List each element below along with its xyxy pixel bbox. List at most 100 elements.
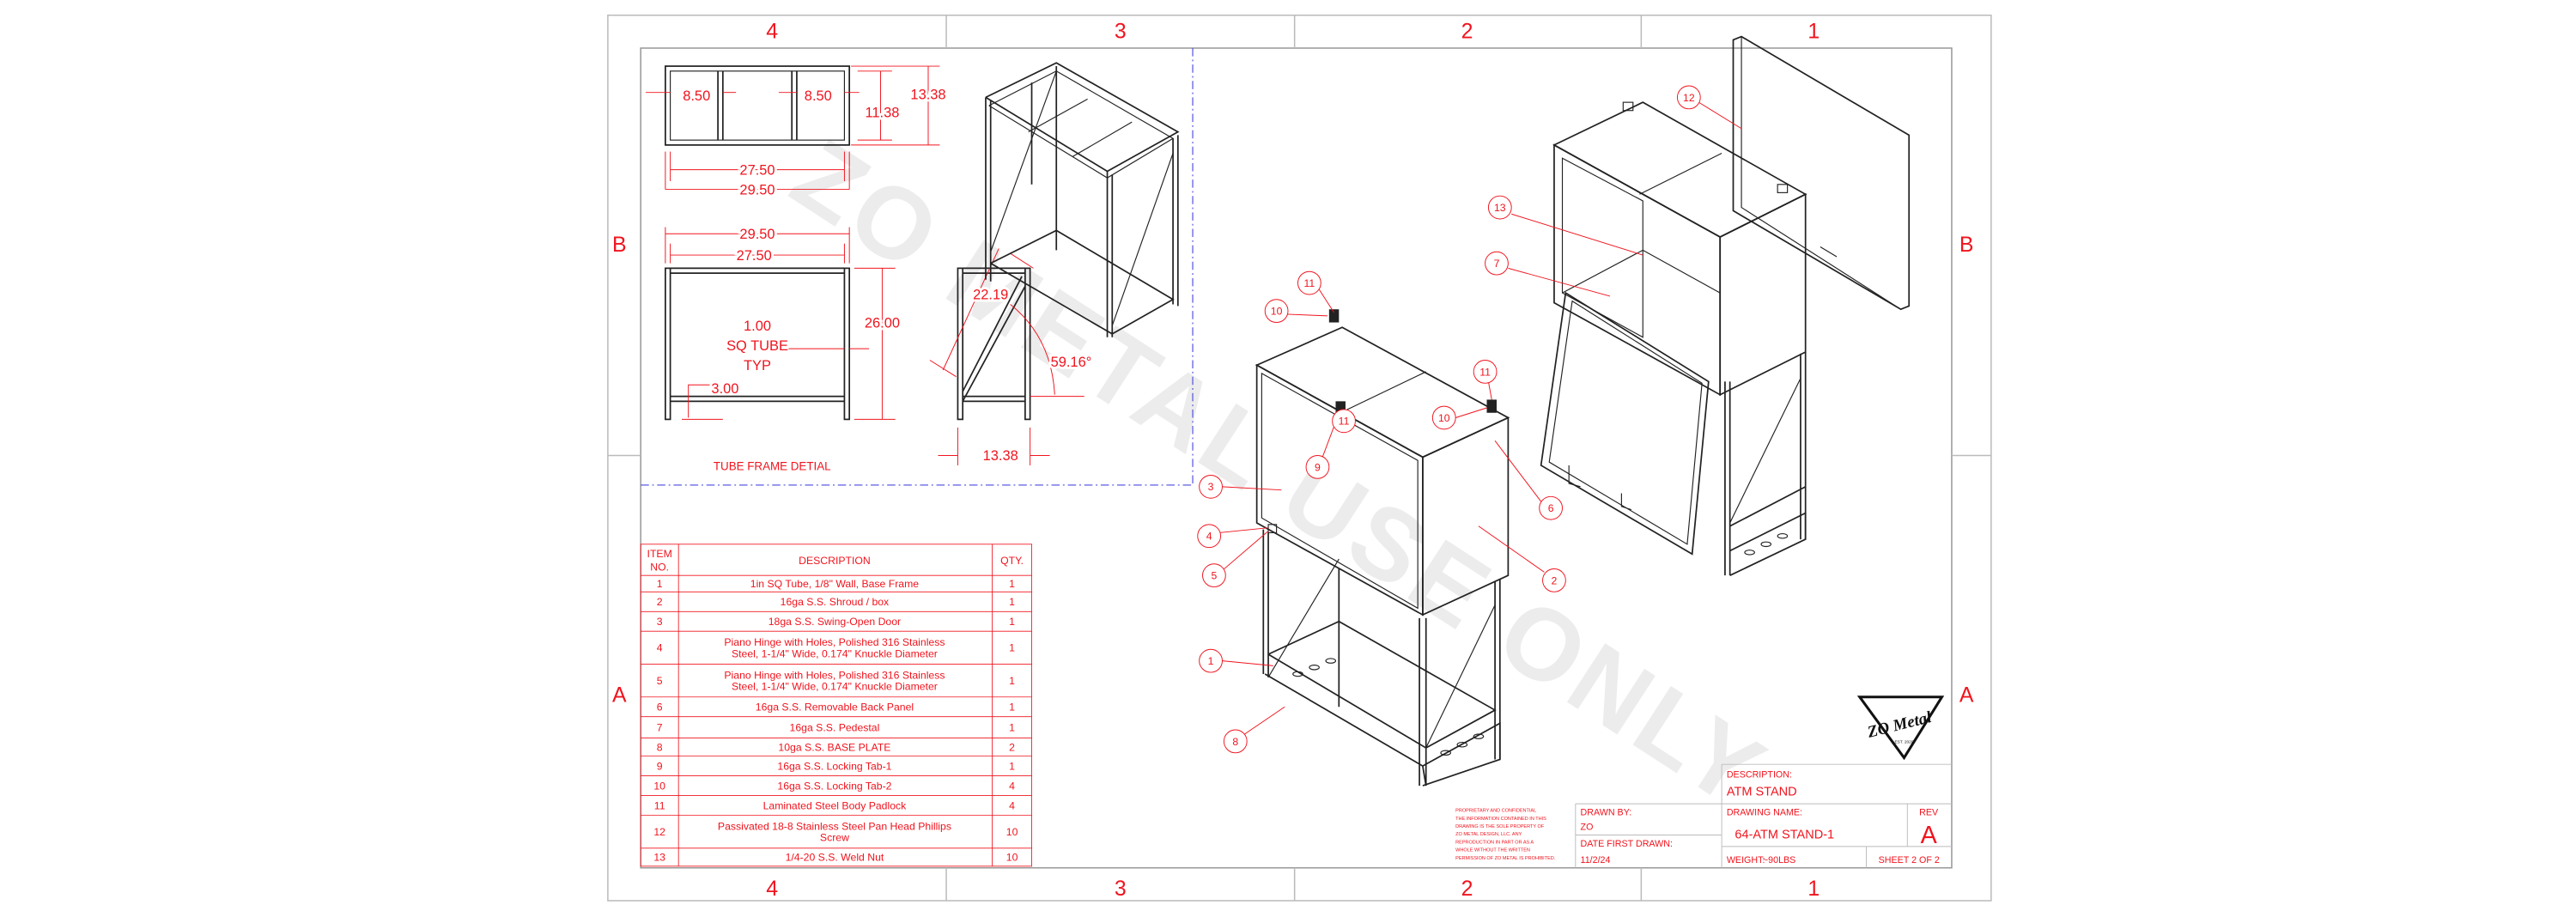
zone-col-2-top: 2 <box>1461 20 1473 44</box>
bom-qty: 1 <box>1009 701 1015 714</box>
zone-labels: 4 3 2 1 4 3 2 1 B B A A <box>612 20 1974 902</box>
dim-bay-left: 8.50 <box>683 88 710 104</box>
svg-text:11: 11 <box>1339 416 1350 428</box>
bom-description: 10ga S.S. BASE PLATE <box>778 742 890 754</box>
drawn-by-value: ZO <box>1581 823 1594 833</box>
svg-text:10: 10 <box>1438 412 1450 424</box>
balloon-13: 13 <box>1487 195 1512 220</box>
bom-row: 4 Piano Hinge with Holes, Polished 316 St… <box>641 636 1032 665</box>
svg-text:7: 7 <box>1494 258 1500 270</box>
zone-col-3-top: 3 <box>1115 20 1127 44</box>
bom-description: Passivated 18-8 Stainless Steel Pan Head… <box>718 820 951 832</box>
bom-description: 1/4-20 S.S. Weld Nut <box>786 852 884 864</box>
svg-text:5: 5 <box>1211 570 1217 582</box>
weight-value: ~90LBS <box>1763 855 1795 865</box>
bom-description: Piano Hinge with Holes, Polished 316 Sta… <box>724 636 945 648</box>
svg-text:4: 4 <box>1206 531 1212 543</box>
dim-tube-label: SQ TUBE <box>726 338 788 354</box>
svg-text:12: 12 <box>1683 92 1695 104</box>
assembled-view <box>1255 309 1510 786</box>
dim-outer-width-top: 29.50 <box>739 182 775 197</box>
svg-text:6: 6 <box>1548 502 1554 514</box>
bom-qty: 10 <box>1006 826 1018 838</box>
bom-description: Laminated Steel Body Padlock <box>763 799 908 811</box>
svg-text:11: 11 <box>1304 277 1315 289</box>
bom-header-item-1: ITEM <box>647 548 672 560</box>
bom-row: 13 1/4-20 S.S. Weld Nut 10 <box>653 852 1018 864</box>
balloon-10b: 10 <box>1431 405 1456 430</box>
bom-description: 18ga S.S. Swing-Open Door <box>769 616 901 628</box>
bom-description: 16ga S.S. Pedestal <box>790 722 880 734</box>
bom-item-no: 13 <box>653 852 665 864</box>
dim-inner-width-top: 27.50 <box>739 162 775 178</box>
svg-text:ZO Metal: ZO Metal <box>1865 708 1934 742</box>
bom-item-no: 4 <box>657 642 663 654</box>
balloon-9: 9 <box>1305 455 1330 479</box>
bom-qty: 10 <box>1006 852 1018 864</box>
svg-text:2: 2 <box>1552 574 1558 586</box>
svg-text:9: 9 <box>1315 461 1321 473</box>
bom-qty: 1 <box>1009 675 1015 687</box>
proprietary-line: PROPRIETARY AND CONFIDENTIAL <box>1455 809 1536 814</box>
bom-header-item-2: NO. <box>650 561 669 573</box>
balloon-11c: 11 <box>1473 360 1498 384</box>
proprietary-line: DRAWING IS THE SOLE PROPERTY OF <box>1455 824 1545 829</box>
dim-depth: 13.38 <box>983 448 1018 464</box>
dim-inner-width-front: 27.50 <box>737 248 772 264</box>
svg-text:11: 11 <box>1479 366 1491 378</box>
bom-description: 16ga S.S. Locking Tab-1 <box>777 761 891 773</box>
iso-frame-view <box>985 62 1180 337</box>
date-label: DATE FIRST DRAWN: <box>1581 839 1673 849</box>
dim-rail-height: 3.00 <box>711 381 738 397</box>
dim-bay-right: 8.50 <box>805 88 832 104</box>
balloon-4: 4 <box>1197 524 1222 549</box>
bom-item-no: 8 <box>657 742 663 754</box>
bom-item-no: 3 <box>657 616 663 628</box>
proprietary-line: WHOLE WITHOUT THE WRITTEN <box>1455 848 1530 853</box>
bom-qty: 1 <box>1009 761 1015 773</box>
bom-description: 16ga S.S. Shroud / box <box>781 596 890 608</box>
zo-metal-logo: ZO Metal EST. 2020 <box>1856 695 1945 761</box>
balloon-5: 5 <box>1202 563 1226 588</box>
svg-text:EST. 2020: EST. 2020 <box>1894 739 1913 744</box>
drawing-name-label: DRAWING NAME: <box>1727 808 1802 818</box>
dim-brace-angle: 59.16° <box>1051 355 1092 370</box>
bom-description: Steel, 1-1/4" Wide, 0.174" Knuckle Diame… <box>732 647 938 659</box>
bom-header-qty: QTY. <box>1000 555 1024 567</box>
exploded-view <box>1540 35 1911 576</box>
proprietary-line: PERMISSION OF ZO METAL IS PROHIBITED. <box>1455 856 1556 861</box>
bom-qty: 4 <box>1009 799 1015 811</box>
rev-label: REV <box>1919 808 1939 818</box>
balloon-2: 2 <box>1542 568 1566 592</box>
side-view: 22.19 59.16° 13.38 <box>929 248 1094 465</box>
front-view: 29.50 27.50 26.00 1.00 SQ TUBE TYP 3.00 <box>665 224 902 421</box>
svg-text:1: 1 <box>1208 655 1214 667</box>
description-value: ATM STAND <box>1727 786 1797 799</box>
balloon-11a: 11 <box>1297 270 1321 295</box>
bom-item-no: 10 <box>653 780 665 792</box>
watermark: ZO METAL USE ONLY <box>773 118 1786 830</box>
weight-label: WEIGHT: <box>1727 855 1765 865</box>
rev-value: A <box>1921 822 1938 849</box>
drawing-name-value: 64-ATM STAND-1 <box>1735 828 1834 841</box>
dim-brace-length: 22.19 <box>973 288 1008 303</box>
zone-row-a-left: A <box>612 683 627 707</box>
sheet-number: SHEET 2 OF 2 <box>1879 855 1940 865</box>
dim-tube-note: TYP <box>744 358 771 374</box>
bom-item-no: 5 <box>657 675 663 687</box>
proprietary-line: ZO METAL DESIGN, LLC. ANY <box>1455 832 1522 837</box>
balloons: 11 10 11 9 3 4 5 1 8 10 11 6 2 12 13 7 <box>1197 85 1742 754</box>
zone-row-b-left: B <box>612 233 627 257</box>
balloon-12: 12 <box>1676 85 1701 110</box>
balloon-6: 6 <box>1539 495 1563 520</box>
balloon-1: 1 <box>1199 648 1223 673</box>
bom-description: Steel, 1-1/4" Wide, 0.174" Knuckle Diame… <box>732 681 938 693</box>
